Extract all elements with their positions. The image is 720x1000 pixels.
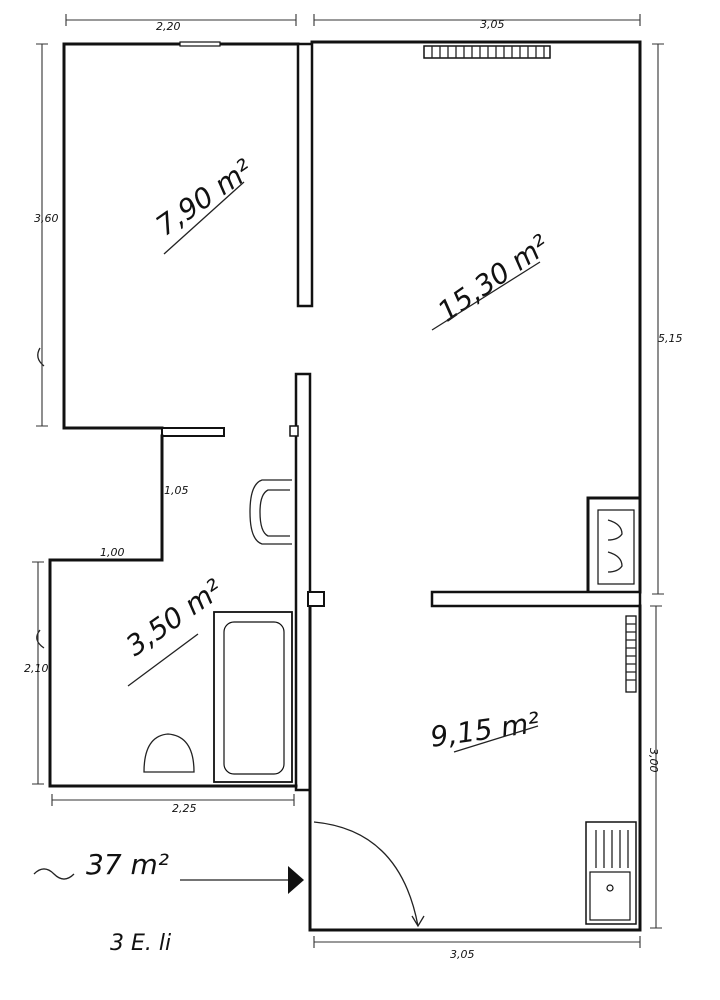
kitchen-sink <box>585 821 637 925</box>
dim-hall-width: 1,00 <box>100 546 125 559</box>
dim-right-height: 5,15 <box>658 332 683 345</box>
dim-top-right: 3,05 <box>480 18 505 31</box>
door-swing <box>313 821 425 928</box>
dim-bath-height: 2,10 <box>24 662 49 675</box>
dim-top-left: 2,20 <box>156 20 181 33</box>
fixtures <box>36 41 637 928</box>
dimension-lines <box>32 14 664 948</box>
area-living: 15,30 m² <box>432 228 555 328</box>
total-area: 37 m² <box>86 848 169 881</box>
dim-left-height: 3,60 <box>34 212 59 225</box>
walls <box>48 40 642 932</box>
summary-labels: 37 m² 3 E. li <box>33 848 171 956</box>
window-radiator-top <box>423 45 551 59</box>
unit-label: 3 E. li <box>110 931 171 956</box>
radiator-kitchen <box>625 615 637 693</box>
bathtub <box>213 611 293 783</box>
area-bedroom: 7,90 m² <box>150 153 259 243</box>
dim-kitchen-height: 3,00 <box>647 748 660 773</box>
dim-bath-width: 2,25 <box>172 802 197 815</box>
entrance-arrow <box>180 866 304 894</box>
dim-hall-step: 1,05 <box>164 484 189 497</box>
toilet <box>143 733 195 773</box>
dim-bottom-width: 3,05 <box>450 948 475 961</box>
stove-top <box>597 509 635 585</box>
room-areas: 7,90 m² 15,30 m² 3,50 m² 9,15 m² <box>120 153 555 754</box>
washbasin <box>249 479 292 545</box>
dimension-labels: 2,20 3,05 3,60 5,15 1,05 1,00 2,10 2,25 … <box>24 18 683 961</box>
area-bath: 3,50 m² <box>120 573 229 663</box>
